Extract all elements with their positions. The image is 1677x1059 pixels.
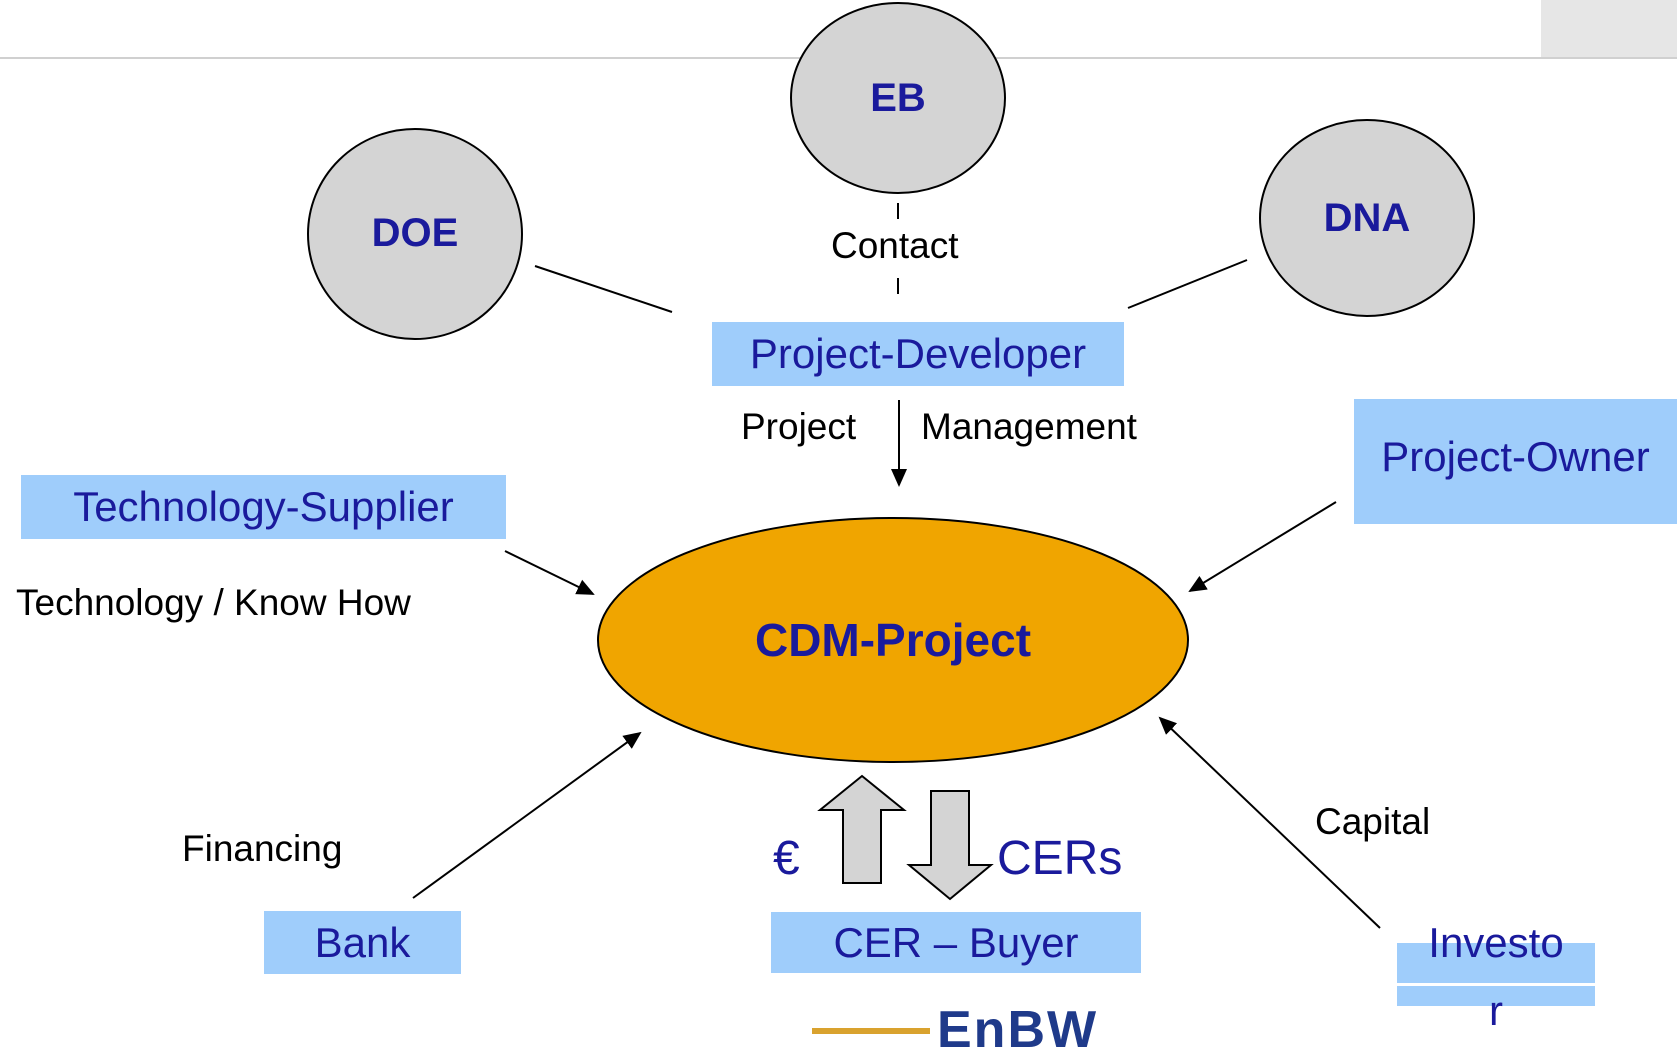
owner-arrow [1188, 501, 1337, 593]
cdm-project-label: CDM-Project [754, 614, 1032, 666]
project-owner-box: Project-Owner [1354, 399, 1677, 524]
eb-node [790, 2, 1006, 194]
cdm-project-node [597, 517, 1189, 763]
investor-arrow [1158, 716, 1381, 929]
doe-label: DOE [371, 211, 459, 255]
cers-down-block-arrow [906, 790, 994, 901]
doe-connector [534, 265, 673, 313]
financing-label: Financing [182, 828, 343, 869]
investor-box-top [1397, 943, 1595, 983]
euro-up-block-arrow [817, 774, 907, 884]
doe-node [307, 128, 523, 340]
technology-know-how-label: Technology / Know How [16, 582, 411, 623]
corner-block [1541, 0, 1677, 57]
investor-label-line1: Investo [1428, 919, 1564, 966]
management-label: Management [921, 406, 1137, 447]
investor-label-line2: r [1489, 987, 1503, 1034]
dna-label: DNA [1323, 196, 1411, 240]
technology-arrow [504, 550, 595, 595]
cer-buyer-box: CER – Buyer [771, 912, 1141, 973]
enbw-logo-bar [812, 1028, 930, 1034]
bank-arrow [412, 731, 642, 899]
euro-label: € [773, 832, 800, 885]
project-label: Project [741, 406, 857, 447]
bank-box: Bank [264, 911, 461, 974]
project-developer-box: Project-Developer [712, 322, 1124, 386]
enbw-logo-text: EnBW [937, 1001, 1099, 1059]
dna-connector [1127, 259, 1248, 309]
capital-label: Capital [1315, 801, 1431, 842]
technology-supplier-box: Technology-Supplier [21, 475, 506, 539]
contact-label: Contact [831, 225, 959, 266]
dna-node [1259, 119, 1475, 317]
investor-box-bottom [1397, 986, 1595, 1006]
eb-label: EB [870, 76, 926, 120]
cers-label: CERs [997, 832, 1123, 885]
